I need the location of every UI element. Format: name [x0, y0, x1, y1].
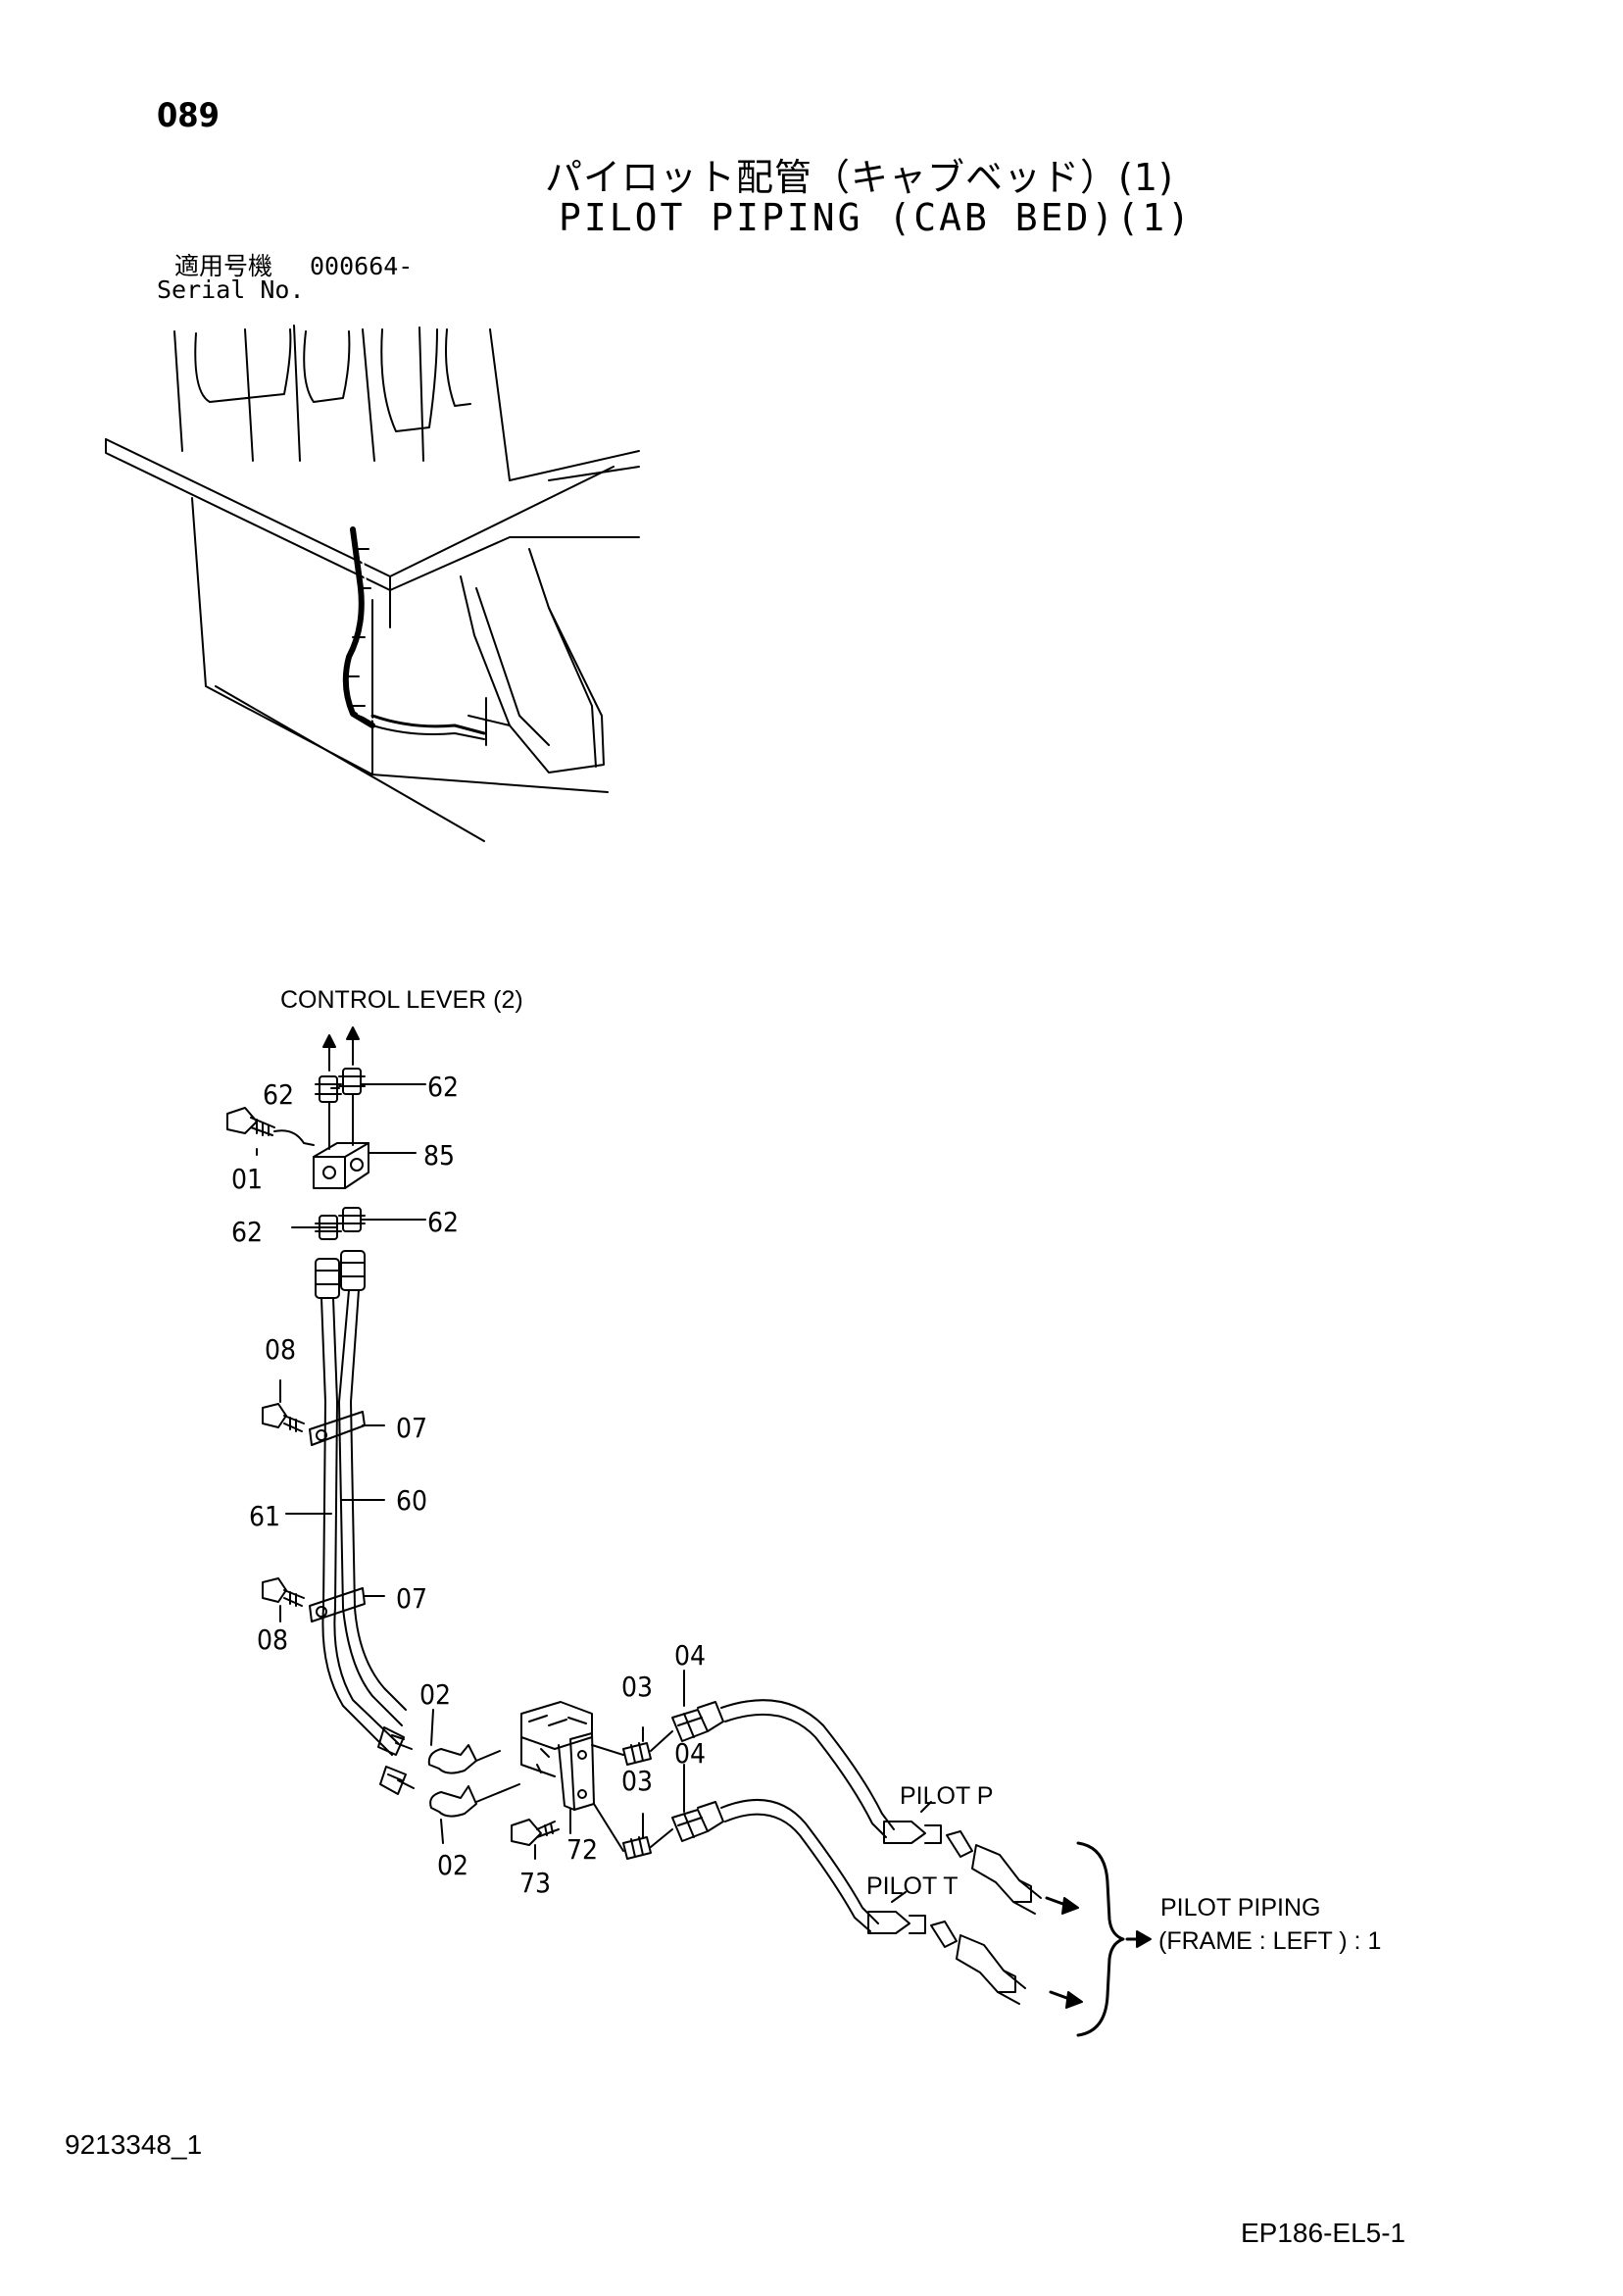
part-02-a: 02 — [419, 1678, 452, 1711]
drawing-number: 9213348_1 — [65, 2129, 203, 2160]
part-62-c: 62 — [231, 1216, 264, 1248]
part-60: 60 — [396, 1484, 428, 1517]
part-03-b: 03 — [621, 1765, 654, 1797]
part-03-a: 03 — [621, 1671, 654, 1703]
pilot-p-label: PILOT P — [900, 1782, 994, 1810]
part-72: 72 — [566, 1833, 599, 1866]
part-04-b: 04 — [674, 1737, 707, 1770]
serial-en-label: Serial No. — [157, 275, 305, 304]
pilot-piping-label-line2: (FRAME : LEFT ) : 1 — [1158, 1927, 1382, 1955]
part-01: 01 — [231, 1163, 264, 1195]
part-62-a: 62 — [263, 1078, 295, 1111]
serial-value: 000664- — [310, 252, 414, 280]
part-08-a: 08 — [265, 1333, 297, 1366]
control-lever-label: CONTROL LEVER (2) — [280, 986, 523, 1014]
part-02-b: 02 — [437, 1849, 469, 1881]
cab-bed-illustration — [106, 325, 639, 841]
part-85: 85 — [423, 1139, 456, 1172]
title-japanese: パイロット配管（キャブベッド）(1) — [545, 156, 1174, 199]
serial-jp-label: 適用号機 — [174, 252, 273, 280]
part-07-a: 07 — [396, 1412, 428, 1444]
part-07-b: 07 — [396, 1582, 428, 1615]
pilot-t-label: PILOT T — [866, 1872, 959, 1900]
part-73: 73 — [519, 1867, 552, 1899]
part-08-b: 08 — [257, 1623, 289, 1656]
pilot-piping-label-line1: PILOT PIPING — [1160, 1894, 1321, 1922]
title-english: PILOT PIPING (CAB BED)(1) — [559, 196, 1193, 239]
part-61: 61 — [249, 1500, 281, 1532]
page-number: 089 — [157, 96, 220, 135]
pilot-piping-assembly — [227, 1027, 1151, 2035]
part-62-d: 62 — [427, 1206, 460, 1238]
document-code: EP186-EL5-1 — [1241, 2218, 1406, 2248]
part-62-b: 62 — [427, 1071, 460, 1103]
part-04-a: 04 — [674, 1639, 707, 1672]
